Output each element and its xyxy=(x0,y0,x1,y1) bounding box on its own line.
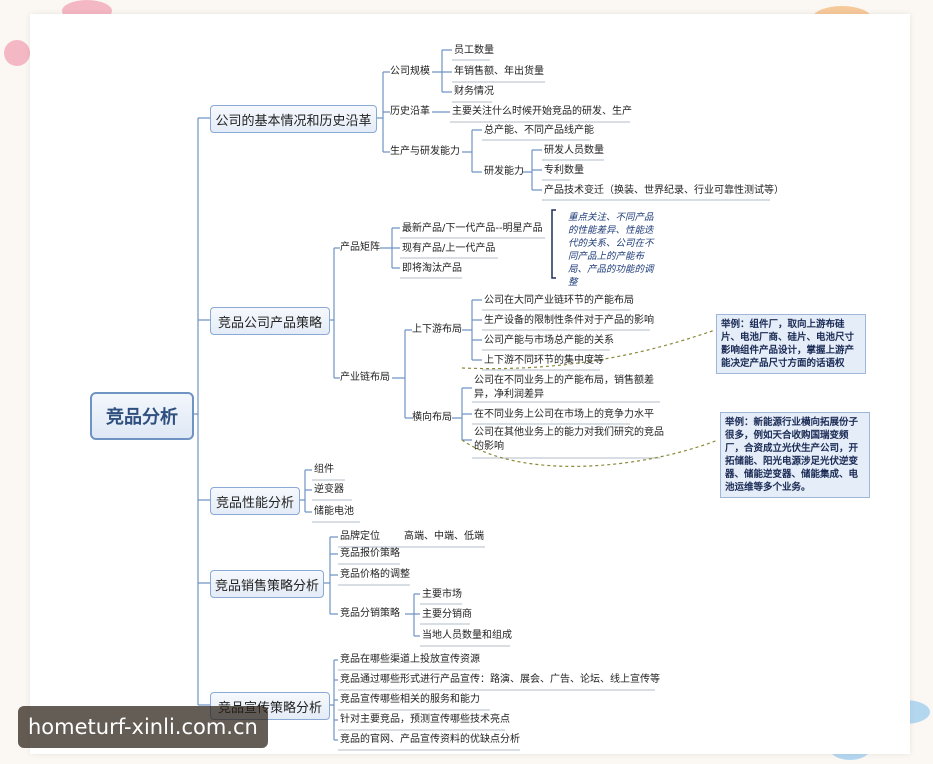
node-promo-highlights[interactable]: 针对主要竞品，预测宣传哪些技术亮点 xyxy=(340,714,510,725)
node-financial-status[interactable]: 财务情况 xyxy=(454,86,494,97)
node-distribution[interactable]: 竞品分销策略 xyxy=(340,608,400,619)
node-tier[interactable]: 高端、中端、低端 xyxy=(404,531,484,542)
node-employee-count[interactable]: 员工数量 xyxy=(454,45,494,56)
node-production-rd[interactable]: 生产与研发能力 xyxy=(390,146,460,157)
branch-performance[interactable]: 竞品性能分析 xyxy=(210,487,300,515)
node-star-product[interactable]: 最新产品/下一代产品--明星产品 xyxy=(402,223,543,234)
node-annual-sales[interactable]: 年销售额、年出货量 xyxy=(454,66,544,77)
node-chain-capacity[interactable]: 公司在大同产业链环节的产能布局 xyxy=(484,295,634,306)
node-updown-layout[interactable]: 上下游布局 xyxy=(412,324,462,335)
node-total-capacity[interactable]: 总产能、不同产品线产能 xyxy=(484,125,594,136)
watermark: hometurf-xinli.com.cn xyxy=(18,706,268,748)
node-rd-capability[interactable]: 研发能力 xyxy=(484,166,524,177)
node-pricing-strategy[interactable]: 竞品报价策略 xyxy=(340,548,400,559)
pink-cloud-decoration xyxy=(4,40,30,66)
node-inverter[interactable]: 逆变器 xyxy=(314,484,344,495)
branch-basic-info[interactable]: 公司的基本情况和历史沿革 xyxy=(210,105,377,133)
node-equipment-limits[interactable]: 生产设备的限制性条件对于产品的影响 xyxy=(484,315,654,326)
note-horizontal-example: 举例：新能源行业横向拓展份子很多，例如天合收购国瑞变频厂，合资成立光伏生产公司，… xyxy=(720,412,870,498)
note-matrix-focus: 重点关注、不同产品的性能差异、性能迭代的关系、公司在不同产品上的产能布局、产品的… xyxy=(564,208,666,292)
branch-sales-strategy[interactable]: 竞品销售策略分析 xyxy=(210,570,324,598)
node-local-staff[interactable]: 当地人员数量和组成 xyxy=(422,630,512,641)
node-other-business-impact[interactable]: 公司在其他业务上的能力对我们研究的竞品的影响 xyxy=(474,427,664,452)
node-brand-positioning[interactable]: 品牌定位 xyxy=(340,531,380,542)
node-capacity-vs-market[interactable]: 公司产能与市场总产能的关系 xyxy=(484,335,614,346)
node-patent-count[interactable]: 专利数量 xyxy=(544,165,584,176)
node-promo-materials[interactable]: 竞品的官网、产品宣传资料的优缺点分析 xyxy=(340,734,520,745)
root-node[interactable]: 竞品分析 xyxy=(90,392,194,440)
node-obsolete-product[interactable]: 即将淘汰产品 xyxy=(402,263,462,274)
node-module[interactable]: 组件 xyxy=(314,464,334,475)
node-company-scale[interactable]: 公司规模 xyxy=(390,66,430,77)
node-concentration[interactable]: 上下游不同环节的集中度等 xyxy=(484,355,604,366)
node-history[interactable]: 历史沿革 xyxy=(390,106,430,117)
node-main-market[interactable]: 主要市场 xyxy=(422,589,462,600)
node-promo-forms[interactable]: 竞品通过哪些形式进行产品宣传：路演、展会、广告、论坛、线上宣传等 xyxy=(340,674,660,685)
node-promo-channels[interactable]: 竞品在哪些渠道上投放宣传资源 xyxy=(340,654,480,665)
node-history-detail[interactable]: 主要关注什么时候开始竞品的研发、生产 xyxy=(452,106,632,117)
mind-map-sheet xyxy=(30,14,910,754)
node-main-distributor[interactable]: 主要分销商 xyxy=(422,609,472,620)
node-battery[interactable]: 储能电池 xyxy=(314,506,354,517)
note-updown-example: 举例：组件厂，取向上游布硅片、电池厂商、硅片、电池尺寸影响组件产品设计，掌握上游… xyxy=(716,314,866,374)
node-market-competitiveness[interactable]: 在不同业务上公司在市场上的竞争力水平 xyxy=(474,409,654,420)
node-industry-chain[interactable]: 产业链布局 xyxy=(340,372,390,383)
node-current-product[interactable]: 现有产品/上一代产品 xyxy=(402,243,496,254)
branch-promotion-strategy[interactable]: 竞品宣传策略分析 xyxy=(210,692,330,720)
node-tech-evolution[interactable]: 产品技术变迁（换装、世界纪录、行业可靠性测试等） xyxy=(544,185,784,196)
node-price-adjustment[interactable]: 竞品价格的调整 xyxy=(340,569,410,580)
branch-product-strategy[interactable]: 竞品公司产品策略 xyxy=(210,307,330,335)
node-product-matrix[interactable]: 产品矩阵 xyxy=(340,242,380,253)
node-promo-services[interactable]: 竞品宣传哪些相关的服务和能力 xyxy=(340,694,480,705)
node-horizontal-layout[interactable]: 横向布局 xyxy=(412,412,452,423)
node-business-capacity[interactable]: 公司在不同业务上的产能布局，销售额差异，净利润差异 xyxy=(474,375,654,400)
node-rd-staff[interactable]: 研发人员数量 xyxy=(544,145,604,156)
